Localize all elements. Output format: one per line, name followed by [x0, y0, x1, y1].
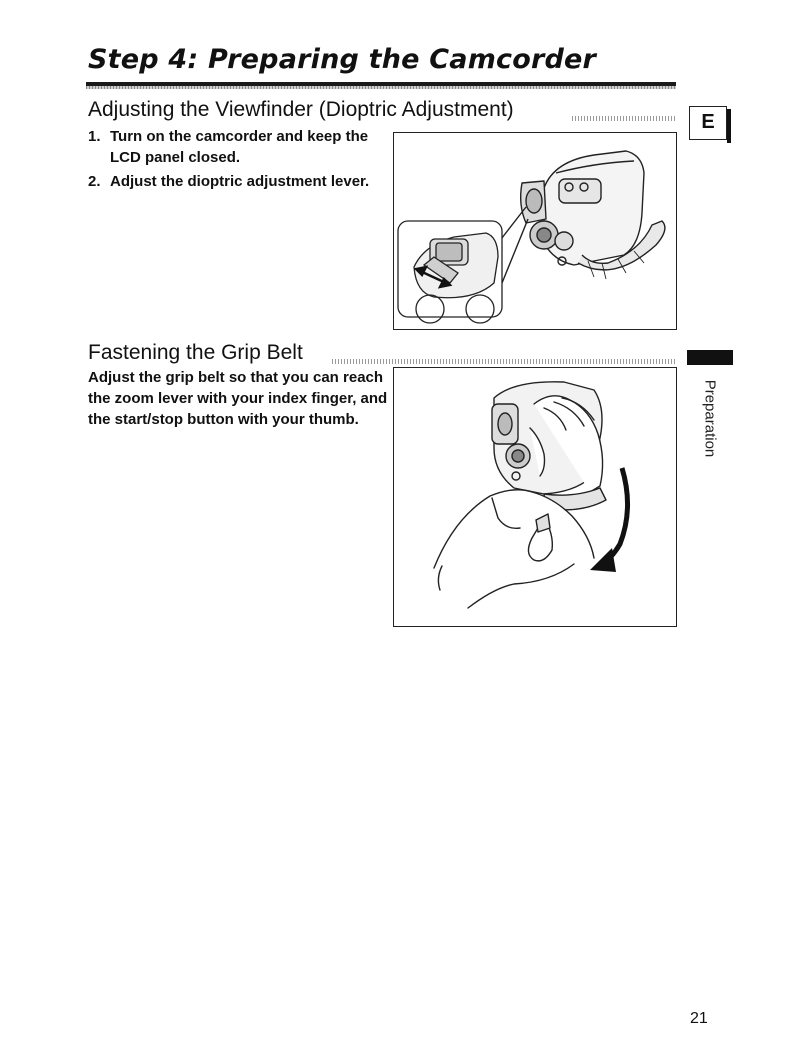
page-number: 21 [690, 1010, 708, 1027]
section-tab-marker [687, 350, 733, 365]
step-text: Turn on the camcorder and keep the LCD p… [110, 128, 369, 166]
viewfinder-heading: Adjusting the Viewfinder (Dioptric Adjus… [88, 98, 514, 121]
step-number: 2. [88, 173, 101, 190]
badge-shadow [727, 109, 731, 143]
step-number: 1. [88, 128, 101, 145]
grip-belt-text: Adjust the grip belt so that you can rea… [88, 369, 388, 428]
heading-divider [332, 359, 676, 364]
language-label: E [701, 111, 715, 133]
viewfinder-illustration [393, 132, 677, 330]
section-label: Preparation [701, 379, 719, 458]
step-item: 2. Adjust the dioptric adjustment lever. [88, 171, 388, 192]
grip-belt-illustration [393, 367, 677, 627]
title-rule [86, 82, 676, 86]
grip-belt-heading: Fastening the Grip Belt [88, 341, 303, 364]
camcorder-viewfinder-drawing [397, 150, 666, 324]
step-text: Adjust the dioptric adjustment lever. [110, 173, 370, 190]
step-item: 1. Turn on the camcorder and keep the LC… [88, 126, 388, 168]
title-rule-shade [86, 86, 676, 89]
hand-holding-camcorder-drawing [433, 381, 631, 609]
page-title: Step 4: Preparing the Camcorder [88, 44, 597, 75]
language-badge: E [689, 106, 731, 143]
viewfinder-steps: 1. Turn on the camcorder and keep the LC… [88, 126, 388, 195]
heading-divider [572, 116, 676, 121]
